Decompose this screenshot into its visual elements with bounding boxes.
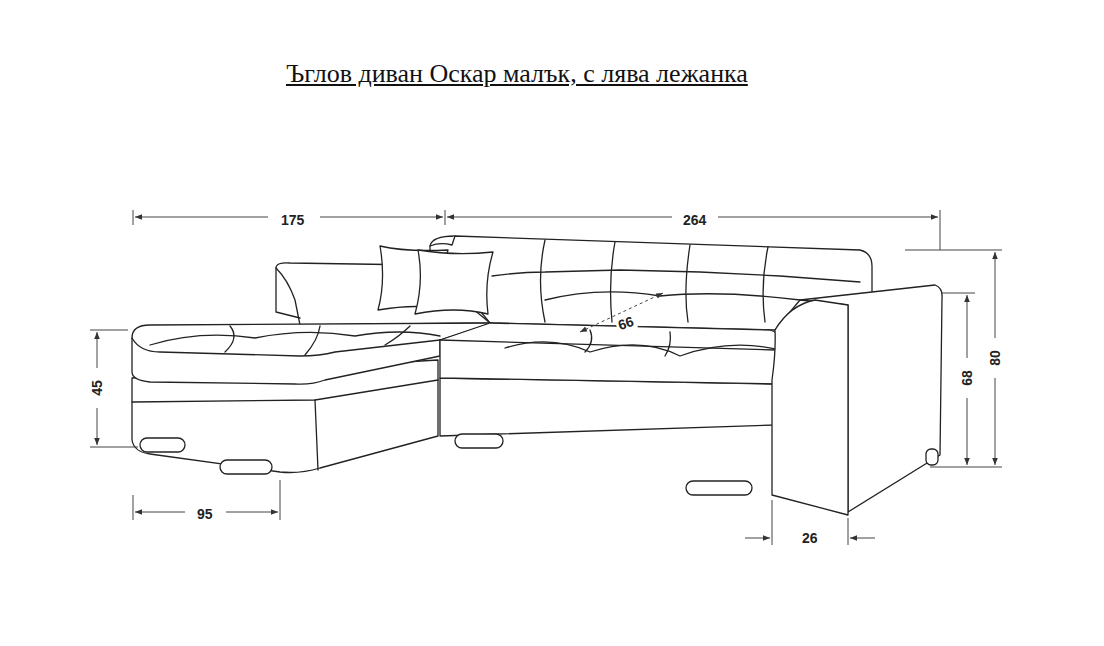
dimension-label: 26 bbox=[800, 530, 820, 546]
dimension-label: 95 bbox=[195, 506, 215, 522]
dimension-label: 45 bbox=[89, 378, 105, 398]
dimension-label: 264 bbox=[681, 212, 708, 228]
drawing-title: Ъглов диван Оскар малък, с лява лежанка bbox=[286, 59, 748, 89]
dimension-label: 175 bbox=[279, 212, 306, 228]
dimension-label: 68 bbox=[959, 368, 975, 388]
dimension-label: 80 bbox=[987, 348, 1003, 368]
